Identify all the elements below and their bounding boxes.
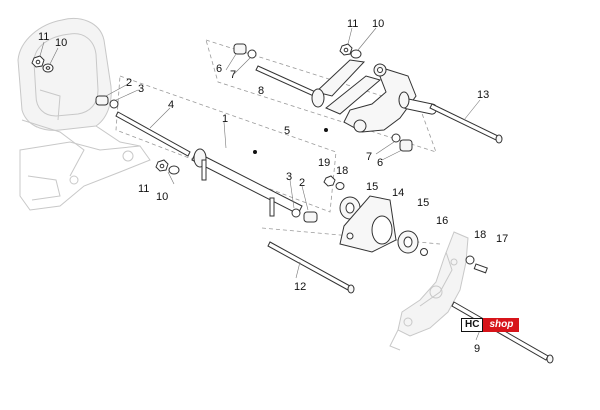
logo-hc-text: HC bbox=[461, 318, 484, 332]
callout-3: 3 bbox=[286, 171, 292, 183]
washer-3-right bbox=[291, 208, 301, 218]
logo-shop-text: shop bbox=[483, 318, 520, 332]
washer-3-left bbox=[109, 99, 119, 109]
washer-10-lower-left bbox=[168, 165, 180, 175]
washer-7-upper bbox=[247, 49, 257, 59]
callout-7: 7 bbox=[366, 151, 372, 163]
callout-7: 7 bbox=[230, 69, 236, 81]
callout-13: 13 bbox=[477, 89, 489, 101]
callout-9: 9 bbox=[474, 343, 480, 355]
callout-6: 6 bbox=[377, 157, 383, 169]
washer-10-upper-right bbox=[350, 49, 362, 59]
callout-8: 8 bbox=[258, 85, 264, 97]
callout-18: 18 bbox=[336, 165, 348, 177]
silent-block-15-right bbox=[397, 230, 419, 254]
callout-10: 10 bbox=[372, 18, 384, 30]
bushing-6-upper bbox=[233, 43, 247, 55]
callout-19: 19 bbox=[318, 157, 330, 169]
washer-10-upper-left bbox=[42, 63, 54, 73]
bolt-12 bbox=[267, 241, 355, 294]
callout-15: 15 bbox=[417, 197, 429, 209]
bolt-9 bbox=[451, 301, 554, 364]
assembly-box-middle bbox=[115, 75, 337, 213]
washer-18-lower bbox=[465, 255, 475, 265]
callout-18: 18 bbox=[474, 229, 486, 241]
nut-11-upper-left bbox=[31, 55, 45, 68]
callout-11: 11 bbox=[347, 18, 358, 30]
callout-12: 12 bbox=[294, 281, 306, 293]
callout-16: 16 bbox=[436, 215, 448, 227]
bushing-6-right bbox=[399, 139, 413, 152]
pin-8 bbox=[255, 65, 321, 99]
callout-labels: 11 10 11 10 6 7 8 2 3 4 1 5 13 7 6 19 18… bbox=[38, 18, 508, 355]
callout-3: 3 bbox=[138, 83, 144, 95]
callout-11: 11 bbox=[38, 31, 49, 43]
frame-ghost-left bbox=[17, 17, 151, 211]
washer-16 bbox=[420, 248, 428, 256]
callout-14: 14 bbox=[392, 187, 404, 199]
bolt-17 bbox=[473, 263, 488, 274]
washer-7-right bbox=[391, 133, 401, 143]
callout-4: 4 bbox=[168, 99, 174, 111]
bushing-2-right bbox=[303, 211, 318, 223]
bracket-14 bbox=[339, 195, 397, 253]
washer-18-upper bbox=[335, 182, 345, 190]
bushing-2-left bbox=[95, 95, 109, 106]
callout-5: 5 bbox=[284, 125, 290, 137]
callout-1: 1 bbox=[222, 113, 228, 125]
pivot-shaft-1 bbox=[191, 148, 303, 217]
nut-11-upper-right bbox=[339, 43, 353, 56]
callout-11: 11 bbox=[138, 183, 149, 195]
pin-4 bbox=[115, 111, 191, 157]
callout-17: 17 bbox=[496, 233, 508, 245]
leader-lines bbox=[39, 27, 481, 341]
nut-19 bbox=[323, 175, 336, 187]
callout-2: 2 bbox=[126, 77, 132, 89]
callout-10: 10 bbox=[156, 191, 168, 203]
hc-shop-logo: HC shop bbox=[461, 318, 535, 332]
assembly-box-upper bbox=[205, 39, 437, 153]
nut-11-lower-left bbox=[155, 159, 169, 172]
callout-10: 10 bbox=[55, 37, 67, 49]
link-assembly-5 bbox=[311, 59, 438, 133]
callout-6: 6 bbox=[216, 63, 222, 75]
bolt-13 bbox=[429, 103, 503, 144]
callout-2: 2 bbox=[299, 177, 305, 189]
callout-15: 15 bbox=[366, 181, 378, 193]
